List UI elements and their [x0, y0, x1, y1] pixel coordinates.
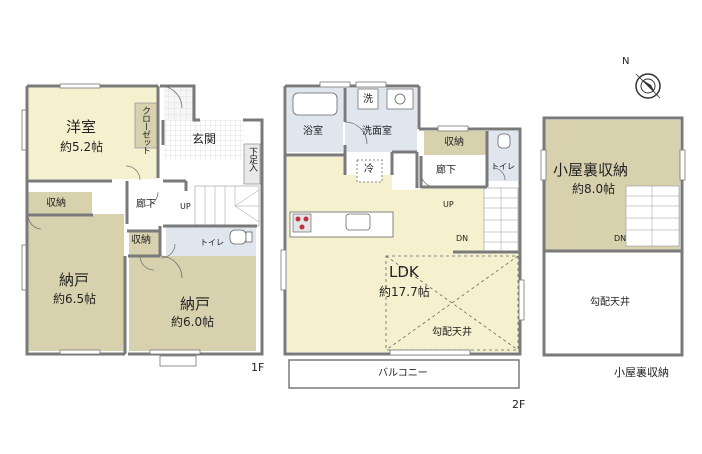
- room-storage-mid: [129, 231, 159, 255]
- fridge-name: 冷: [364, 164, 374, 175]
- slope-attic-name: 勾配天井: [590, 297, 630, 308]
- genkan-name: 玄関: [192, 132, 217, 146]
- toilet-1f-name: トイレ: [200, 238, 224, 247]
- youshitsu-name: 洋室: [66, 118, 97, 136]
- nando2-area: 約6.0帖: [171, 315, 215, 329]
- youshitsu-area: 約5.2帖: [60, 140, 104, 154]
- hallway-1f-name: 廊下: [136, 199, 156, 210]
- attic-storage-name: 小屋裏収納: [553, 161, 629, 179]
- floor-1f-label: 1F: [251, 361, 265, 374]
- room-genkan: [164, 120, 244, 160]
- hallway-2f-name: 廊下: [436, 165, 456, 176]
- compass-north-label: N: [622, 56, 630, 67]
- nando1-name: 納戸: [59, 271, 90, 289]
- floor-attic: [540, 116, 686, 357]
- room-storage-left: [28, 192, 92, 214]
- room-storage-2f: [424, 131, 486, 155]
- wash-name: 洗: [363, 94, 373, 105]
- toilet-2f-name: トイレ: [491, 162, 515, 171]
- balcony-name: バルコニー: [378, 368, 428, 379]
- stairs-2f-dn: DN: [456, 234, 469, 243]
- stairs-1f-up: UP: [180, 202, 191, 211]
- getabako-name: 下足入: [247, 147, 257, 171]
- ldk-name: LDK: [389, 263, 419, 281]
- floor-2f: [280, 81, 525, 389]
- room-nando1: [28, 214, 124, 351]
- slope-2f-name: 勾配天井: [432, 327, 472, 338]
- stairs-2f-up: UP: [443, 200, 454, 209]
- room-ldk: [287, 157, 520, 352]
- floor-attic-label: 小屋裏収納: [614, 366, 669, 379]
- room-getabako: [243, 143, 261, 185]
- balcony: [288, 359, 520, 389]
- floor-2f-label: 2F: [512, 398, 526, 411]
- stairs-attic: [625, 185, 680, 247]
- ldk-area: 約17.7帖: [379, 285, 430, 299]
- compass-icon: [635, 73, 661, 99]
- washroom-name: 洗面室: [362, 126, 392, 137]
- floor-1f: [21, 83, 265, 367]
- closet-name: クローゼット: [140, 106, 150, 154]
- attic-storage-area: 約8.0帖: [572, 182, 616, 196]
- room-nando2: [129, 256, 256, 351]
- storage-left-name: 収納: [46, 198, 66, 209]
- storage-mid-name: 収納: [131, 235, 151, 246]
- storage-2f-name: 収納: [444, 137, 464, 148]
- stairs-attic-dn: DN: [614, 234, 627, 243]
- bath-name: 浴室: [303, 126, 323, 137]
- nando2-name: 納戸: [180, 295, 211, 313]
- nando1-area: 約6.5帖: [53, 292, 97, 306]
